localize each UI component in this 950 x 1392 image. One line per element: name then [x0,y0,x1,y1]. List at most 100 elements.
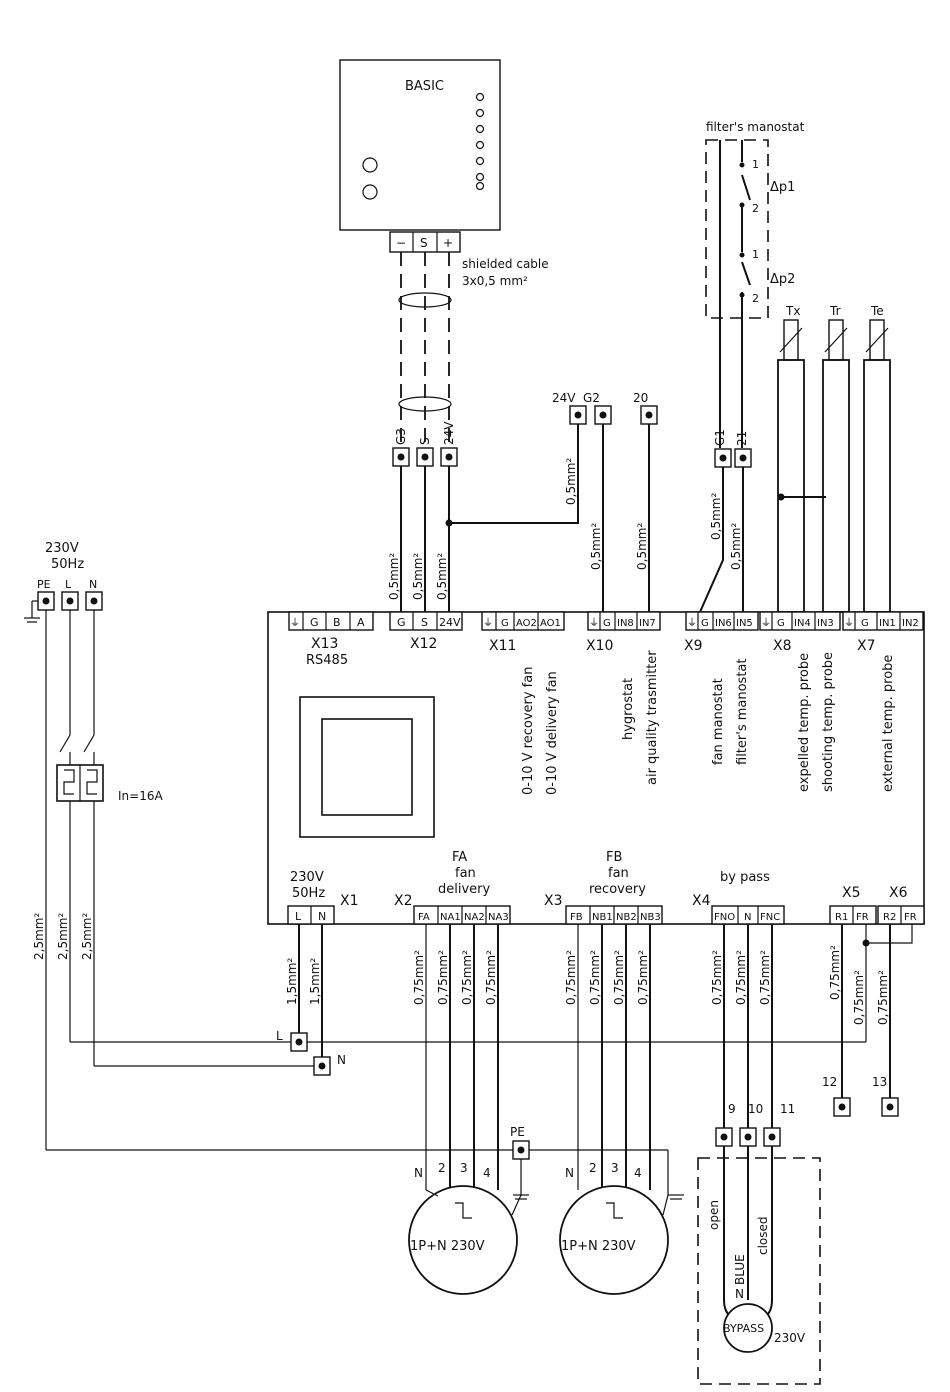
supply-frequency: 50Hz [51,557,84,572]
basic-term-minus: − [396,236,406,250]
connector-name: X3 [544,893,563,909]
wire-label: 0,75mm² [588,950,602,1005]
pin: ⏚ [483,617,493,629]
pin: 24V [439,616,461,629]
wire-label: 0,5mm² [709,493,723,540]
pin: IN3 [817,618,834,629]
connector-x4: by pass X4 FNO N FNC [692,870,785,925]
bypass-open-label: open [707,1200,721,1230]
wire-label: 0,5mm² [589,523,603,570]
motor-label: 1P+N 230V [410,1239,485,1254]
connector-name: X2 [394,893,413,909]
wire-label: 0,75mm² [484,950,498,1005]
pin: G [701,618,709,629]
wire-label: 1,5mm² [308,958,322,1005]
filter-pin-2b: 2 [752,292,759,305]
pin: L [295,910,302,923]
connector-x2: FA fan delivery X2 FA NA1 NA2 NA3 [394,850,511,925]
pin: IN5 [736,618,753,629]
terminals-g1-21: G1 21 [699,429,752,613]
pin: R2 [883,912,896,923]
pin: IN8 [617,618,634,629]
pin: ⏚ [844,617,854,629]
motor-pin-n: N [414,1166,423,1180]
filter-pin-2a: 2 [752,202,759,215]
motor-pin-3: 3 [460,1161,468,1175]
supply-voltage: 230V [45,541,79,556]
pin: NB1 [592,912,613,923]
term-label-g3: G3 [394,428,408,445]
connector-name: X4 [692,893,711,909]
basic-term-s: S [420,236,428,250]
terminals-ext-top: 24V G2 20 [552,391,658,612]
pin: AO2 [516,618,537,629]
pin: G [777,618,785,629]
x4-title: by pass [720,870,770,885]
pe-label: PE [510,1125,525,1139]
connector-name: X11 [489,638,516,654]
motor-recovery: N 2 3 4 1P+N 230V [559,1150,684,1295]
connector-x9: ⏚ G IN6 IN5 X9 fan manostat filter's man… [684,611,759,765]
wire-label: 0,75mm² [612,950,626,1005]
motor-pin-4: 4 [634,1166,642,1180]
bypass-closed-label: closed [756,1216,770,1255]
connector-x12: G S 24V X12 [389,611,463,652]
pin: ⏚ [761,617,771,629]
earth-symbol [24,600,40,623]
motor-pin-4: 4 [483,1166,491,1180]
bypass-label: BYPASS [723,1322,764,1335]
pin: IN6 [715,618,732,629]
wire-label: 0,5mm² [729,523,743,570]
x3-title: recovery [589,882,646,897]
connector-name: X12 [410,636,437,652]
wire-label: 0,75mm² [436,950,450,1005]
x1-voltage: 230V [290,870,324,885]
supply-n-label: N [89,578,97,591]
pin: ⏚ [687,617,697,629]
connector-name: X6 [889,885,908,901]
bypass-n-label: N [735,1287,744,1301]
pin: FNC [760,912,780,923]
motor-pin-3: 3 [611,1161,619,1175]
bypass-actuator: open closed BLUE N BYPASS 230V [697,1146,821,1385]
supply-pe-label: PE [37,578,51,591]
pin: IN4 [794,618,811,629]
wire-label: 0,75mm² [758,950,772,1005]
wire-labels-upper: 0,5mm² 0,5mm² 0,5mm² 0,5mm² 0,5mm² 0,5mm… [387,458,743,600]
temperature-probes: Tx Tr Te [777,304,891,613]
basic-panel: BASIC − S + [339,59,501,253]
term-11-label: 11 [780,1102,795,1116]
motor-pin-n: N [565,1166,574,1180]
connector-sub: RS485 [306,653,348,668]
wire-label: 2,5mm² [80,913,94,960]
ext-label-20: 20 [633,391,648,405]
x1-frequency: 50Hz [292,886,325,901]
connector-desc: external temp. probe [881,655,896,792]
pin: NA3 [488,912,509,923]
term-label-24v: 24V [442,421,456,445]
connector-desc: 0-10 V delivery fan [545,671,560,795]
pin: ⏚ [589,617,599,629]
pin: NB3 [640,912,661,923]
wire-label: 2,5mm² [56,913,70,960]
ext-label-21: 21 [735,431,749,446]
connector-desc: air quality trasmitter [645,650,660,785]
term-13-label: 13 [872,1075,887,1089]
filter-manostat: filter's manostat 1 2 1 2 Δp1 Δp2 [705,120,805,448]
basic-led-column [475,92,485,191]
pin: G [861,618,869,629]
lower-wiring: 1,5mm² 1,5mm² L N PE 0,75mm² 0,75mm² 0,7… [46,924,913,1190]
breaker-rating: In=16A [118,789,163,803]
pin: NA2 [464,912,485,923]
connector-desc: 0-10 V recovery fan [521,667,536,795]
motor-pin-2: 2 [589,1161,597,1175]
connector-name: X1 [340,893,359,909]
pin: IN1 [879,618,896,629]
connector-desc: shooting temp. probe [821,652,836,792]
wire-label: 2,5mm² [32,913,46,960]
filter-dp2: Δp2 [770,272,795,287]
supply-l-label: L [65,578,72,591]
wire-label: 0,75mm² [564,950,578,1005]
mains-supply: 230V 50Hz PE L N In=16A 2,5mm² 2,5mm² 2,… [24,541,163,1150]
